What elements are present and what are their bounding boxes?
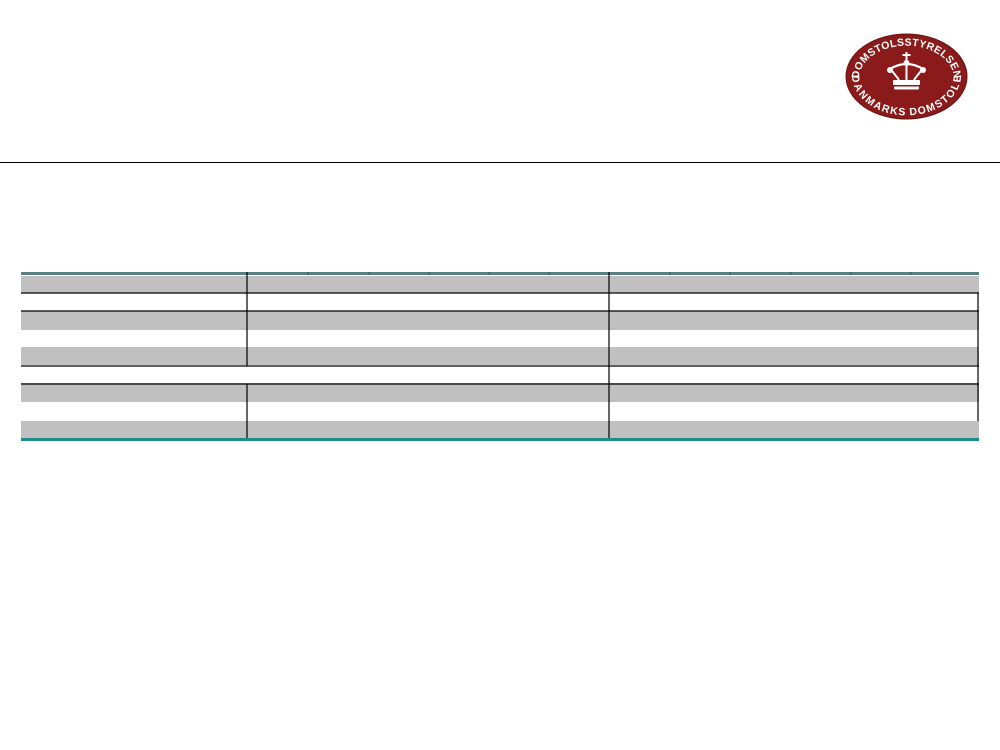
table-row [21, 402, 979, 421]
table-bottom-border [21, 438, 979, 441]
table-row-band [21, 276, 979, 293]
table-row [21, 330, 979, 347]
table-row-band [21, 347, 979, 365]
table-row [21, 293, 979, 311]
header-divider [0, 162, 1000, 163]
column-tick-marks [307, 272, 912, 275]
table-row-band [21, 383, 979, 402]
table-row [21, 365, 979, 383]
crown-icon [887, 52, 926, 90]
table-header-row [21, 272, 979, 275]
table-row-band [21, 311, 979, 330]
table-grid [21, 272, 979, 439]
table-row-band [21, 421, 979, 439]
data-table [21, 272, 979, 441]
domstolsstyrelsen-logo: DOMSTOLSSTYRELSEN DANMARKS DOMSTOLE [845, 33, 968, 120]
